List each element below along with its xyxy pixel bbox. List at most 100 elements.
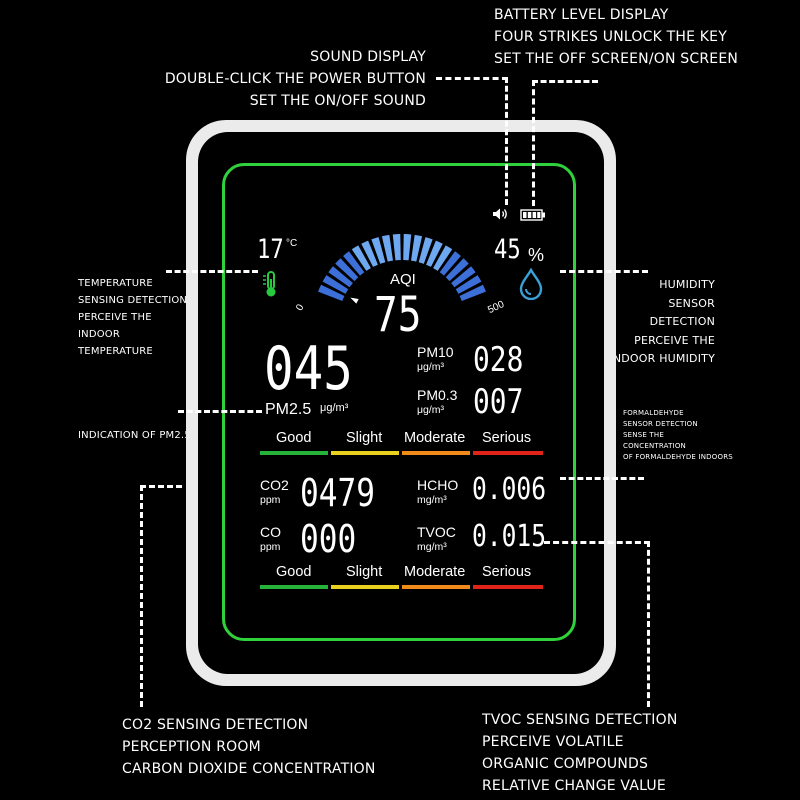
annotation-line: SET THE OFF SCREEN/ON SCREEN (494, 51, 739, 67)
scale-serious-label: Serious (482, 564, 532, 580)
tvoc-unit: mg/m³ (417, 541, 447, 553)
aqi-gauge-segment (322, 275, 349, 294)
thermometer-icon (263, 271, 276, 297)
status-ring (222, 163, 576, 641)
annotation-line: DETECTION (649, 315, 715, 328)
pointer-icon (350, 297, 359, 304)
aqi-gauge-segment (381, 234, 393, 262)
tvoc-annotation: TVOC SENSING DETECTION PERCEIVE VOLATILE… (482, 709, 678, 797)
annotation-line: PERCEPTION ROOM (122, 739, 261, 755)
leader-line (178, 410, 262, 413)
annotation-line: HUMIDITY (659, 278, 715, 291)
leader-line (166, 270, 258, 273)
annotation-line: PERCEIVE THE (78, 312, 152, 323)
temperature-value: 17 (257, 234, 284, 265)
pm25-label: PM2.5 (265, 401, 312, 418)
scale-good-label: Good (276, 564, 312, 580)
scale-serious-label: Serious (482, 430, 532, 446)
annotation-line: PERCEIVE THE (634, 333, 715, 347)
aqi-gauge-segment (459, 284, 486, 301)
pm10-value: 028 (473, 340, 524, 380)
pm03-value: 007 (473, 382, 524, 422)
annotation-line: INDOOR HUMIDITY (609, 352, 715, 365)
scale-moderate-label: Moderate (404, 430, 466, 446)
annotation-line: OF FORMALDEHYDE INDOORS (623, 453, 733, 461)
pm03-unit: μg/m³ (417, 404, 445, 416)
pm25-annotation: INDICATION OF PM2.5 (78, 427, 191, 444)
annotation-line: FOUR STRIKES UNLOCK THE KEY (494, 29, 727, 45)
aqi-gauge-segment (328, 266, 353, 288)
annotation-line: SENSOR DETECTION (623, 420, 698, 428)
annotation-line: ORGANIC COMPOUNDS (482, 756, 649, 772)
aqi-gauge-segment (318, 284, 345, 301)
aqi-gauge-segment (433, 245, 453, 271)
aqi-gauge-segment (445, 258, 469, 282)
scale-slight-bar (331, 451, 399, 455)
co2-value: 0479 (300, 471, 376, 515)
aqi-gauge-segment (426, 240, 443, 267)
co2-label: CO2 (260, 477, 289, 493)
annotation-line: TVOC SENSING DETECTION (482, 712, 678, 728)
leader-line (505, 77, 508, 205)
annotation-line: CARBON DIOXIDE CONCENTRATION (122, 761, 376, 777)
co-label: CO (260, 524, 281, 540)
battery-icon[interactable] (520, 209, 546, 221)
formaldehyde-annotation: FORMALDEHYDE SENSOR DETECTION SENSE THE … (623, 408, 733, 463)
scale-serious-bar (473, 585, 543, 589)
leader-line (532, 80, 598, 83)
scale-slight-label: Slight (346, 564, 383, 580)
leader-line (647, 541, 650, 707)
humidity-unit: % (528, 245, 545, 265)
leader-line (436, 77, 508, 80)
annotation-line: FORMALDEHYDE (623, 409, 684, 417)
temperature-annotation: TEMPERATURE SENSING DETECTION PERCEIVE T… (78, 275, 187, 360)
aqi-gauge-segment (392, 234, 401, 261)
droplet-icon (519, 268, 543, 300)
scale-moderate-bar (402, 585, 470, 589)
scale-slight-label: Slight (346, 430, 383, 446)
aqi-gauge-segment (371, 237, 386, 264)
annotation-line: SENSOR (668, 296, 715, 310)
annotation-line: INDICATION OF PM2.5 (78, 430, 191, 441)
temperature-unit: °C (286, 238, 298, 249)
speaker-icon[interactable] (492, 207, 510, 221)
aqi-value: 75 (374, 287, 422, 343)
annotation-line: CO2 SENSING DETECTION (122, 717, 309, 733)
leader-line (560, 477, 644, 480)
aqi-gauge-segment (335, 258, 359, 282)
annotation-line: SENSE THE (623, 431, 664, 439)
aqi-gauge-segment (451, 266, 476, 288)
aqi-gauge-segment (403, 234, 412, 261)
annotation-line: SENSING DETECTION (78, 295, 188, 306)
annotation-line: CONCENTRATION (623, 442, 686, 450)
sound-annotation: SOUND DISPLAY DOUBLE-CLICK THE POWER BUT… (165, 46, 426, 112)
tvoc-label: TVOC (417, 524, 456, 540)
annotation-line: RELATIVE CHANGE VALUE (482, 778, 666, 794)
leader-line (140, 485, 143, 707)
scale-slight-bar (331, 585, 399, 589)
scale-moderate-bar (402, 451, 470, 455)
humidity-annotation: HUMIDITY SENSOR DETECTION PERCEIVE THE I… (609, 276, 715, 369)
leader-line (544, 541, 650, 544)
co-value: 000 (300, 517, 357, 561)
leader-line (140, 485, 182, 488)
pm25-value: 045 (264, 334, 353, 404)
hcho-label: HCHO (417, 477, 459, 493)
annotation-line: INDOOR (78, 329, 121, 340)
annotation-line: BATTERY LEVEL DISPLAY (494, 7, 669, 23)
scale-good-label: Good (276, 430, 312, 446)
aqi-gauge-segment (411, 234, 423, 262)
aqi-gauge-segment (351, 245, 371, 271)
annotation-line: TEMPERATURE (78, 278, 153, 289)
aqi-gauge-segment (343, 251, 365, 276)
battery-annotation: BATTERY LEVEL DISPLAY FOUR STRIKES UNLOC… (494, 4, 738, 70)
annotation-line: PERCEIVE VOLATILE (482, 734, 624, 750)
co2-unit: ppm (260, 494, 281, 506)
hcho-unit: mg/m³ (417, 494, 447, 506)
scale-moderate-label: Moderate (404, 564, 466, 580)
aqi-gauge (318, 234, 486, 304)
aqi-gauge-segment (439, 251, 461, 276)
aqi-label: AQI (390, 271, 416, 288)
display-screen (247, 193, 551, 608)
hcho-value: 0.006 (472, 472, 547, 507)
